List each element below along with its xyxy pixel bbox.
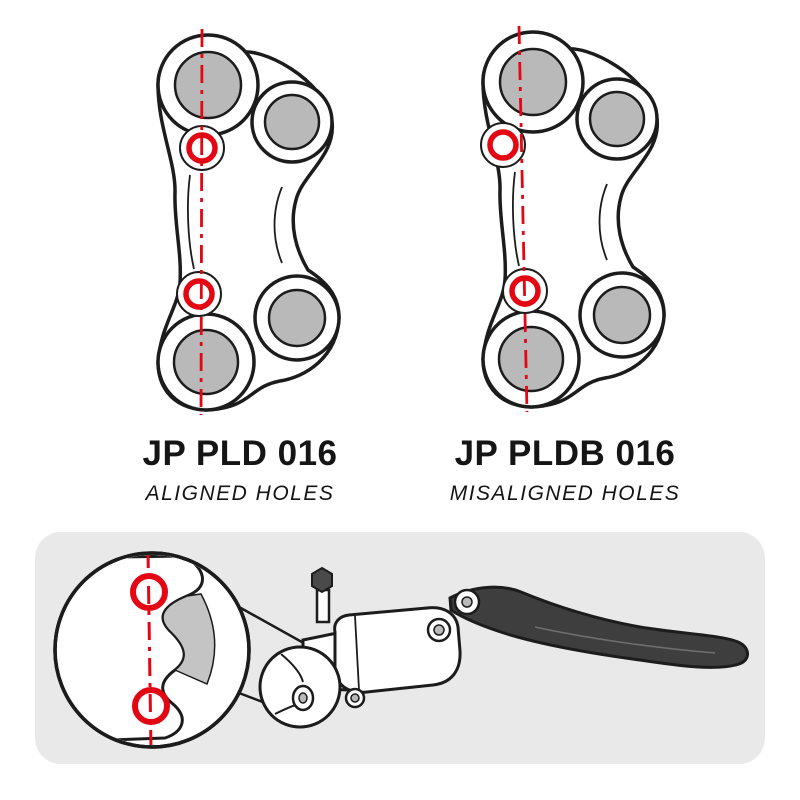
magnified-recess-shade [162,593,216,685]
bracket-misaligned-illustration [481,25,666,413]
lever-pivot-hole [461,596,473,608]
lever-detail-panel [35,532,765,764]
detail-source-circle [258,645,342,729]
body-seam-line [354,615,360,691]
product-caption-left: ALIGNED HOLES [145,481,335,505]
bracket-body [156,33,341,412]
brackets-comparison-illustration [156,25,666,416]
lever-highlight-line [534,626,716,654]
product-code-right: JP PLDB 016 [454,434,676,473]
magnified-axis-line [146,555,153,745]
misaligned-hole-top [481,123,525,167]
aligned-hole-bottom [177,272,221,316]
left-product-label: JP PLD 016 ALIGNED HOLES [100,434,380,506]
brake-lever-assembly-illustration [301,566,749,709]
product-code-left: JP PLD 016 [142,434,338,473]
lever-mount-hole [433,624,445,636]
alignment-axis-line [517,25,529,413]
bolt-stem [315,588,331,624]
brake-lever-blade [448,585,749,669]
brake-lever-panel-illustration [53,551,749,749]
product-caption-right: MISALIGNED HOLES [449,481,681,505]
magnified-detail-circle [53,551,251,749]
bracket-aligned-illustration [156,28,341,416]
alignment-axis-line [199,28,204,416]
bracket-body [481,30,666,409]
bolt-hex-head [311,566,333,594]
right-product-label: JP PLDB 016 MISALIGNED HOLES [425,434,705,506]
fitting-port-hole [350,693,360,703]
